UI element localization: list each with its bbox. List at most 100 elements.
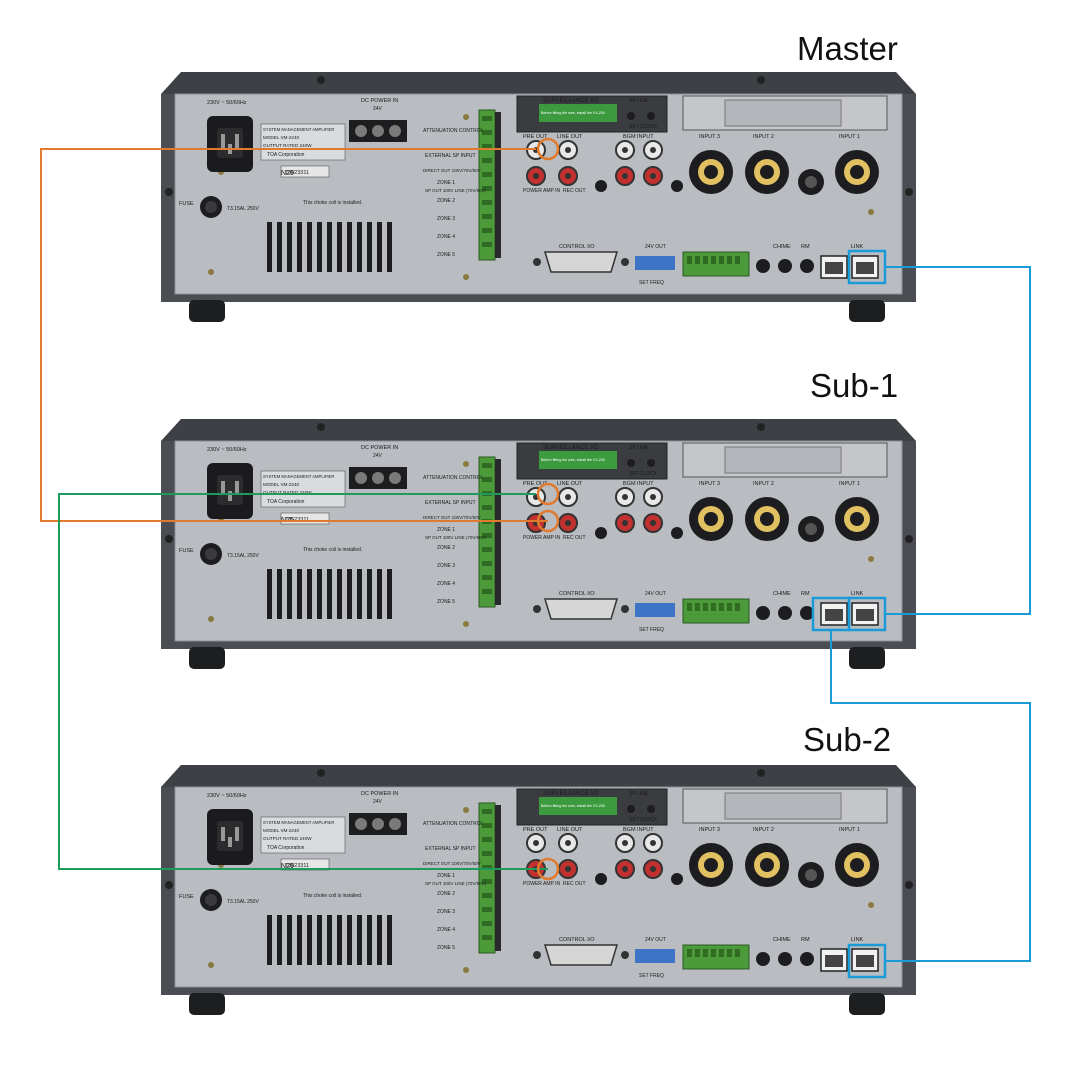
sub2-sp-out-text: SP OUT 100V LINE (70V/50V) bbox=[425, 881, 487, 886]
sub2-nameplate1-text: SYSTEM MANAGEMENT AMPLIFIER bbox=[263, 820, 334, 825]
master-choke-text: This choke coil is installed. bbox=[303, 200, 362, 206]
sub1-green-note-text: Before fitting the wire, install the VX-… bbox=[541, 458, 605, 462]
sub2-input2-text: INPUT 2 bbox=[753, 827, 774, 833]
master-chime-text: CHIME bbox=[773, 244, 791, 250]
sub1-nameplate1-text: SYSTEM MANAGEMENT AMPLIFIER bbox=[263, 474, 334, 479]
sub1-unit bbox=[160, 418, 917, 670]
master-direct-out-text: DIRECT OUT 100V/70V/50V bbox=[423, 168, 481, 173]
master-nameplate3-text: OUTPUT RATED 240W bbox=[263, 143, 312, 148]
sub2-rec-out-text: REC OUT bbox=[563, 881, 586, 887]
sub2-choke-text: This choke coil is installed. bbox=[303, 893, 362, 899]
sub1-zone1-text: ZONE 1 bbox=[437, 527, 455, 533]
master-zone3-text: ZONE 3 bbox=[437, 216, 455, 222]
sub2-serial-text: 73523311 bbox=[285, 863, 309, 869]
sub1-choke-text: This choke coil is installed. bbox=[303, 547, 362, 553]
blue-cable-master-to-sub1 bbox=[886, 266, 1031, 615]
sub1-dc-power-text: DC POWER IN bbox=[361, 445, 398, 451]
sub2-link-text: LINK bbox=[851, 937, 864, 943]
sub1-fuse-text: FUSE bbox=[179, 548, 194, 554]
sub1-link-text: LINK bbox=[851, 591, 864, 597]
master-surveillance-text: SURVEILLANCE I/O bbox=[543, 98, 599, 104]
sub1-input1-text: INPUT 1 bbox=[839, 481, 860, 487]
sub2-dip-text: SET FREQ bbox=[639, 973, 664, 979]
sub1-dc-volts-text: 24V bbox=[373, 453, 383, 459]
sub2-set-clock-text: SET CLOCK bbox=[629, 817, 658, 823]
sub1-input3-text: INPUT 3 bbox=[699, 481, 720, 487]
master-fuse-text: FUSE bbox=[179, 201, 194, 207]
master-bgm-input-text: BGM INPUT bbox=[623, 134, 654, 140]
sub1-dip-text: SET FREQ bbox=[639, 627, 664, 633]
sub2-pre-out-text: PRE OUT bbox=[523, 827, 548, 833]
sub1-set-clock-text: SET CLOCK bbox=[629, 471, 658, 477]
sub2-input3-text: INPUT 3 bbox=[699, 827, 720, 833]
master-input1-text: INPUT 1 bbox=[839, 134, 860, 140]
sub1-link-port-highlight-b bbox=[847, 596, 887, 632]
master-sp-line-text: SP LINE bbox=[629, 98, 649, 104]
sub1-label: Sub-1 bbox=[810, 367, 899, 404]
master-rec-out-text: REC OUT bbox=[563, 188, 586, 194]
green-cable bbox=[58, 493, 548, 870]
master-green-note-text: Before fitting the wire, install the VX-… bbox=[541, 111, 605, 115]
sub2-unit bbox=[160, 764, 917, 1016]
master-control-io-text: CONTROL I/O bbox=[559, 244, 595, 250]
sub2-external-text: EXTERNAL SP INPUT bbox=[425, 846, 476, 852]
master-external-text: EXTERNAL SP INPUT bbox=[425, 153, 476, 159]
sub1-external-text: EXTERNAL SP INPUT bbox=[425, 500, 476, 506]
sub1-zone3-text: ZONE 3 bbox=[437, 563, 455, 569]
blue-cable-sub1-to-sub2 bbox=[830, 629, 1031, 962]
sub1-line-out-text: LINE OUT bbox=[557, 481, 583, 487]
master-serial-text: 73523311 bbox=[285, 170, 309, 176]
sub2-n-mark-text: N29 bbox=[281, 863, 294, 870]
master-link-port-highlight bbox=[847, 249, 887, 285]
master-power-amp-in-text: POWER AMP IN bbox=[523, 188, 561, 194]
sub1-zone5-text: ZONE 5 bbox=[437, 599, 455, 605]
master-zone2-text: ZONE 2 bbox=[437, 198, 455, 204]
master-link-text: LINK bbox=[851, 244, 864, 250]
sub2-line-out-text: LINE OUT bbox=[557, 827, 583, 833]
sub2-direct-out-text: DIRECT OUT 100V/70V/50V bbox=[423, 861, 481, 866]
sub1-mains-text: 230V ~ 50/60Hz bbox=[207, 447, 247, 453]
sub1-sp-line-text: SP LINE bbox=[629, 445, 649, 451]
sub2-zone1-text: ZONE 1 bbox=[437, 873, 455, 879]
master-pre-out-text: PRE OUT bbox=[523, 134, 548, 140]
sub2-zone5-text: ZONE 5 bbox=[437, 945, 455, 951]
sub1-fuse-rating-text: T3.15AL 250V bbox=[227, 553, 259, 559]
sub1-pre-out-highlight bbox=[536, 482, 560, 506]
sub2-nameplate4-text: TOA Corporation bbox=[267, 845, 305, 851]
master-set-clock-text: SET CLOCK bbox=[629, 124, 658, 130]
sub1-rm-text: RM bbox=[801, 591, 810, 597]
sub2-zone2-text: ZONE 2 bbox=[437, 891, 455, 897]
sub2-power-amp-in-highlight bbox=[536, 857, 560, 881]
sub1-chime-text: CHIME bbox=[773, 591, 791, 597]
sub1-power-amp-in-highlight bbox=[536, 509, 560, 533]
master-fuse-rating-text: T3.15AL 250V bbox=[227, 206, 259, 212]
sub1-zone2-text: ZONE 2 bbox=[437, 545, 455, 551]
master-rm-text: RM bbox=[801, 244, 810, 250]
sub2-dc-volts-text: 24V bbox=[373, 799, 383, 805]
sub1-power-amp-in-text: POWER AMP IN bbox=[523, 535, 561, 541]
sub1-sp-out-text: SP OUT 100V LINE (70V/50V) bbox=[425, 535, 487, 540]
master-nameplate4-text: TOA Corporation bbox=[267, 152, 305, 158]
master-nameplate1-text: SYSTEM MANAGEMENT AMPLIFIER bbox=[263, 127, 334, 132]
master-input2-text: INPUT 2 bbox=[753, 134, 774, 140]
sub2-label: Sub-2 bbox=[803, 721, 892, 758]
master-dip-text: SET FREQ bbox=[639, 280, 664, 286]
sub1-control-io-text: CONTROL I/O bbox=[559, 591, 595, 597]
sub1-bgm-input-text: BGM INPUT bbox=[623, 481, 654, 487]
sub2-fuse-text: FUSE bbox=[179, 894, 194, 900]
sub1-direct-out-text: DIRECT OUT 100V/70V/50V bbox=[423, 515, 481, 520]
sub2-mains-text: 230V ~ 50/60Hz bbox=[207, 793, 247, 799]
master-line-out-text: LINE OUT bbox=[557, 134, 583, 140]
sub2-dc-power-text: DC POWER IN bbox=[361, 791, 398, 797]
master-attenuation-text: ATTENUATION CONTROL bbox=[423, 128, 484, 134]
sub2-rm-text: RM bbox=[801, 937, 810, 943]
sub1-zone4-text: ZONE 4 bbox=[437, 581, 455, 587]
sub2-attenuation-text: ATTENUATION CONTROL bbox=[423, 821, 484, 827]
sub2-zone4-text: ZONE 4 bbox=[437, 927, 455, 933]
master-zone5-text: ZONE 5 bbox=[437, 252, 455, 258]
master-v24-out-text: 24V OUT bbox=[645, 244, 666, 250]
sub1-nameplate4-text: TOA Corporation bbox=[267, 499, 305, 505]
master-pre-out-highlight bbox=[536, 137, 560, 161]
master-dc-power-text: DC POWER IN bbox=[361, 98, 398, 104]
